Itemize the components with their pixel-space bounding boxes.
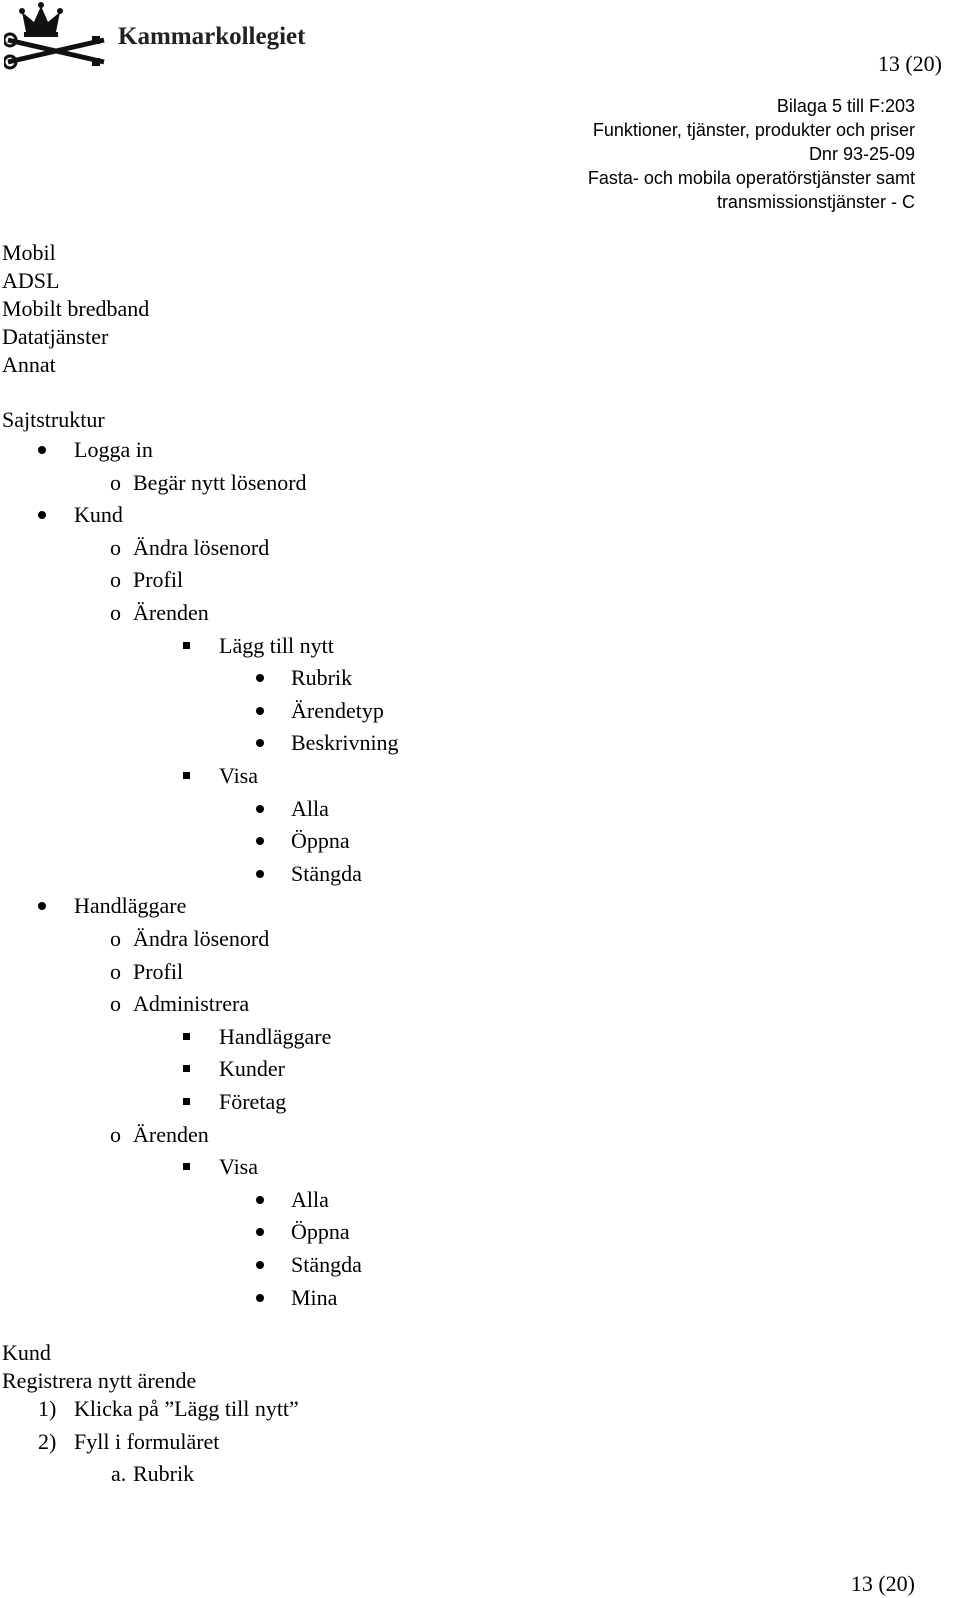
list-item: Datatjänster (2, 324, 109, 349)
tree-item-level-2: Begär nytt lösenord (133, 469, 307, 495)
kammarkollegiet-logo: Kammarkollegiet (0, 0, 345, 72)
tree-item-level-3: Visa (219, 1154, 259, 1180)
tree-item-level-4: Stängda (291, 860, 362, 886)
bullet-dot-icon (38, 902, 46, 911)
bullet-dot-icon (256, 1261, 264, 1269)
step-number: 2) (38, 1429, 57, 1454)
tree-item-level-2: Profil (133, 958, 184, 984)
tree-item-level-2: Ändra lösenord (133, 926, 270, 951)
tree-item-level-3: Kunder (219, 1056, 285, 1082)
tree-item-level-3: Handläggare (219, 1023, 332, 1049)
step-text: Fyll i formuläret (74, 1429, 220, 1454)
bullet-dot-icon (256, 1293, 264, 1302)
bullet-circle-icon: o (110, 1121, 121, 1147)
bullet-circle-icon: o (110, 926, 121, 951)
tree-item-level-4: Ärendetyp (291, 697, 384, 723)
bullet-circle-icon: o (110, 991, 121, 1017)
service-category-list: Mobil ADSL Mobilt bredband Datatjänster … (2, 239, 149, 379)
kund-heading: Kund (2, 1340, 51, 1365)
tree-item-level-2: Ändra lösenord (133, 534, 270, 560)
page-number-top: 13 (20) (877, 51, 942, 76)
bullet-dot-icon (256, 837, 264, 846)
sub-step-number: a. (111, 1461, 127, 1486)
list-item: Mobil (2, 240, 56, 265)
tree-item-level-4: Stängda (291, 1252, 362, 1277)
bullet-dot-icon (38, 446, 46, 454)
site-structure-heading: Sajtstruktur (2, 407, 105, 432)
tree-item-level-1: Kund (74, 502, 123, 528)
bullet-square-icon (183, 1032, 190, 1040)
meta-line: transmissionstjänster - C (716, 192, 915, 212)
bullet-dot-icon (256, 1195, 264, 1204)
bullet-dot-icon (256, 869, 264, 878)
meta-line: Funktioner, tjänster, produkter och pris… (592, 120, 915, 140)
bullet-dot-icon (38, 511, 46, 520)
bullet-dot-icon (256, 804, 264, 813)
meta-line: Dnr 93-25-09 (808, 144, 915, 164)
bullet-square-icon (183, 1065, 190, 1073)
step-number: 1) (38, 1396, 57, 1421)
tree-item-level-3: Visa (219, 763, 259, 788)
bullet-dot-icon (256, 739, 264, 748)
tree-item-level-1: Logga in (74, 437, 153, 462)
tree-item-level-1: Handläggare (74, 893, 187, 919)
sub-step-text: Rubrik (133, 1461, 195, 1486)
tree-item-level-4: Beskrivning (291, 730, 399, 756)
tree-item-level-2: Ärenden (133, 600, 209, 625)
tree-item-level-2: Ärenden (133, 1121, 209, 1147)
bullet-square-icon (183, 1163, 190, 1171)
tree-item-level-4: Öppna (291, 828, 350, 854)
register-case-heading: Registrera nytt ärende (2, 1368, 197, 1393)
logo-wordmark: Kammarkollegiet (118, 23, 306, 50)
list-item: Mobilt bredband (2, 296, 150, 321)
bullet-dot-icon (256, 706, 264, 715)
meta-line: Fasta- och mobila operatörstjänster samt (587, 168, 915, 188)
crown-keys-logo-icon (4, 2, 105, 70)
tree-item-level-4: Mina (291, 1284, 338, 1310)
bullet-circle-icon: o (110, 567, 121, 593)
step-text: Klicka på ”Lägg till nytt” (74, 1396, 299, 1421)
tree-item-level-2: Administrera (133, 991, 250, 1017)
meta-line: Bilaga 5 till F:203 (776, 96, 915, 116)
tree-item-level-4: Alla (291, 795, 329, 821)
tree-item-level-4: Öppna (291, 1219, 350, 1245)
tree-item-level-3: Företag (219, 1089, 287, 1114)
bullet-circle-icon: o (110, 600, 121, 625)
bullet-square-icon (183, 1098, 190, 1105)
bullet-square-icon (183, 772, 190, 779)
tree-item-level-4: Rubrik (291, 665, 353, 691)
tree-item-level-3: Lägg till nytt (219, 632, 334, 658)
tree-item-level-4: Alla (291, 1186, 329, 1212)
bullet-square-icon (183, 641, 190, 649)
bullet-circle-icon: o (110, 469, 121, 495)
bullet-dot-icon (256, 674, 264, 683)
tree-item-level-2: Profil (133, 567, 184, 593)
page-number-bottom: 13 (20) (850, 1571, 915, 1596)
bullet-dot-icon (256, 1228, 264, 1237)
list-item: ADSL (2, 268, 60, 293)
document-meta: Bilaga 5 till F:203 Funktioner, tjänster… (588, 94, 915, 214)
bullet-circle-icon: o (110, 958, 121, 984)
bullet-circle-icon: o (110, 534, 121, 560)
list-item: Annat (2, 352, 56, 377)
